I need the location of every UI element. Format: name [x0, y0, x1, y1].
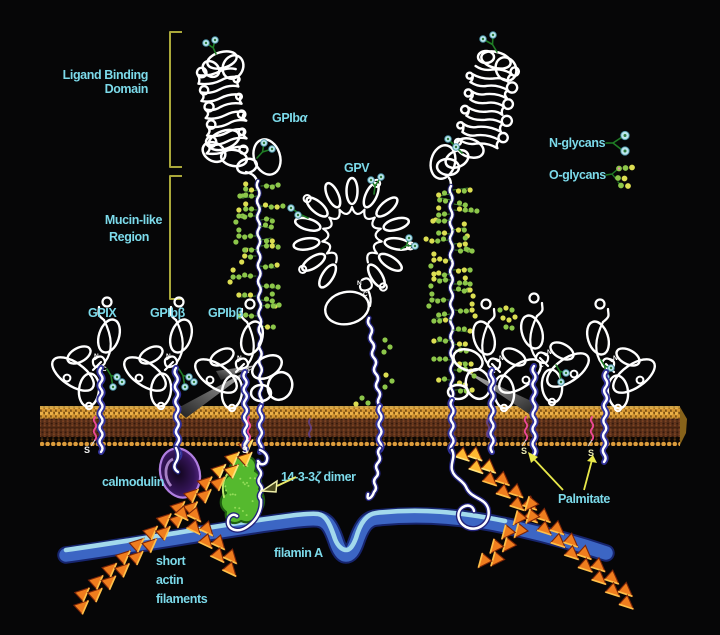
svg-text:C: C — [102, 366, 107, 373]
svg-text:filamin A: filamin A — [274, 546, 323, 560]
svg-text:GPIbα: GPIbα — [272, 111, 309, 125]
svg-text:S: S — [242, 445, 248, 455]
svg-text:O-glycans: O-glycans — [549, 168, 606, 182]
svg-text:C: C — [539, 362, 544, 369]
svg-text:Region: Region — [109, 230, 149, 244]
svg-text:14-3-3ζ dimer: 14-3-3ζ dimer — [281, 470, 356, 484]
svg-text:N: N — [357, 280, 362, 287]
svg-text:S: S — [84, 445, 90, 455]
svg-text:Mucin-like: Mucin-like — [105, 213, 163, 227]
svg-text:calmodulin: calmodulin — [102, 475, 164, 489]
svg-text:N: N — [237, 355, 242, 362]
svg-text:filaments: filaments — [156, 592, 208, 606]
svg-text:Domain: Domain — [105, 82, 148, 96]
svg-text:GPIbβ: GPIbβ — [208, 306, 244, 320]
svg-text:S: S — [588, 448, 594, 458]
svg-text:GPIX: GPIX — [88, 306, 117, 320]
svg-text:actin: actin — [156, 573, 183, 587]
svg-text:Palmitate: Palmitate — [558, 492, 610, 506]
svg-text:S: S — [521, 446, 527, 456]
svg-text:N: N — [166, 353, 171, 360]
svg-text:GPV: GPV — [344, 161, 370, 175]
svg-text:short: short — [156, 554, 186, 568]
svg-text:GPIbβ: GPIbβ — [150, 306, 186, 320]
svg-text:Ligand Binding: Ligand Binding — [63, 68, 148, 82]
svg-text:N: N — [613, 355, 618, 362]
svg-text:C: C — [363, 291, 368, 298]
svg-text:N-glycans: N-glycans — [549, 136, 606, 150]
svg-text:N: N — [547, 349, 552, 356]
svg-text:N: N — [499, 355, 504, 362]
svg-text:N: N — [94, 353, 99, 360]
